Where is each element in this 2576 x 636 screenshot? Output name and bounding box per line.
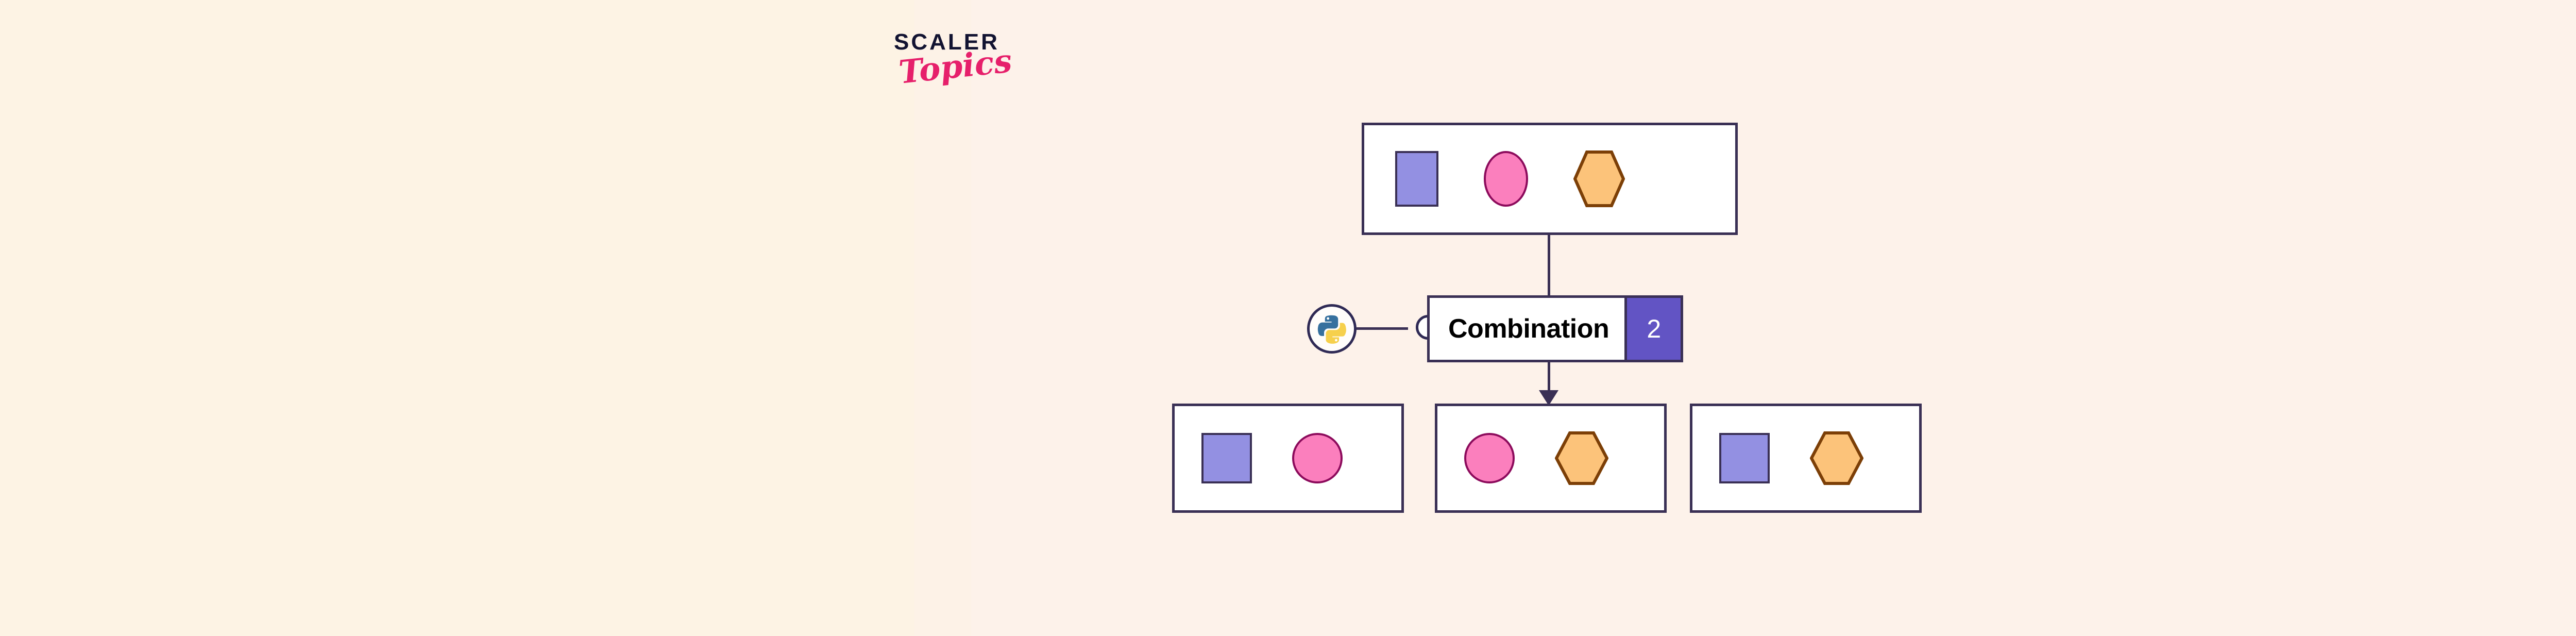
scaler-topics-logo: SCALER Topics: [894, 31, 1048, 113]
background-band-left: [0, 0, 914, 636]
hexagon-icon: [1810, 431, 1863, 485]
circle-icon: [1484, 151, 1528, 207]
combination-count-badge: 2: [1624, 298, 1681, 360]
square-icon: [1719, 433, 1770, 483]
logo-wordmark-scaler: SCALER: [894, 29, 999, 55]
circle-icon: [1292, 433, 1343, 483]
square-icon: [1201, 433, 1252, 483]
square-icon: [1395, 151, 1438, 207]
connector-line-output: [1548, 362, 1550, 394]
input-collection: [1362, 123, 1738, 235]
arrow-down-icon: [1539, 390, 1558, 406]
background-band-middle: [914, 0, 971, 636]
hexagon-icon: [1555, 431, 1608, 485]
python-logo-icon[interactable]: [1307, 304, 1357, 354]
hexagon-icon: [1573, 150, 1625, 207]
combination-label: Combination: [1448, 314, 1609, 344]
connector-line-input: [1548, 235, 1550, 297]
combination-result-3: [1690, 404, 1922, 513]
python-connector-line: [1357, 327, 1408, 330]
background-band-right: [971, 0, 2576, 636]
circle-icon: [1464, 433, 1515, 483]
combination-operation[interactable]: Combination 2: [1427, 295, 1684, 362]
combination-result-1: [1172, 404, 1404, 513]
combination-result-2: [1435, 404, 1667, 513]
